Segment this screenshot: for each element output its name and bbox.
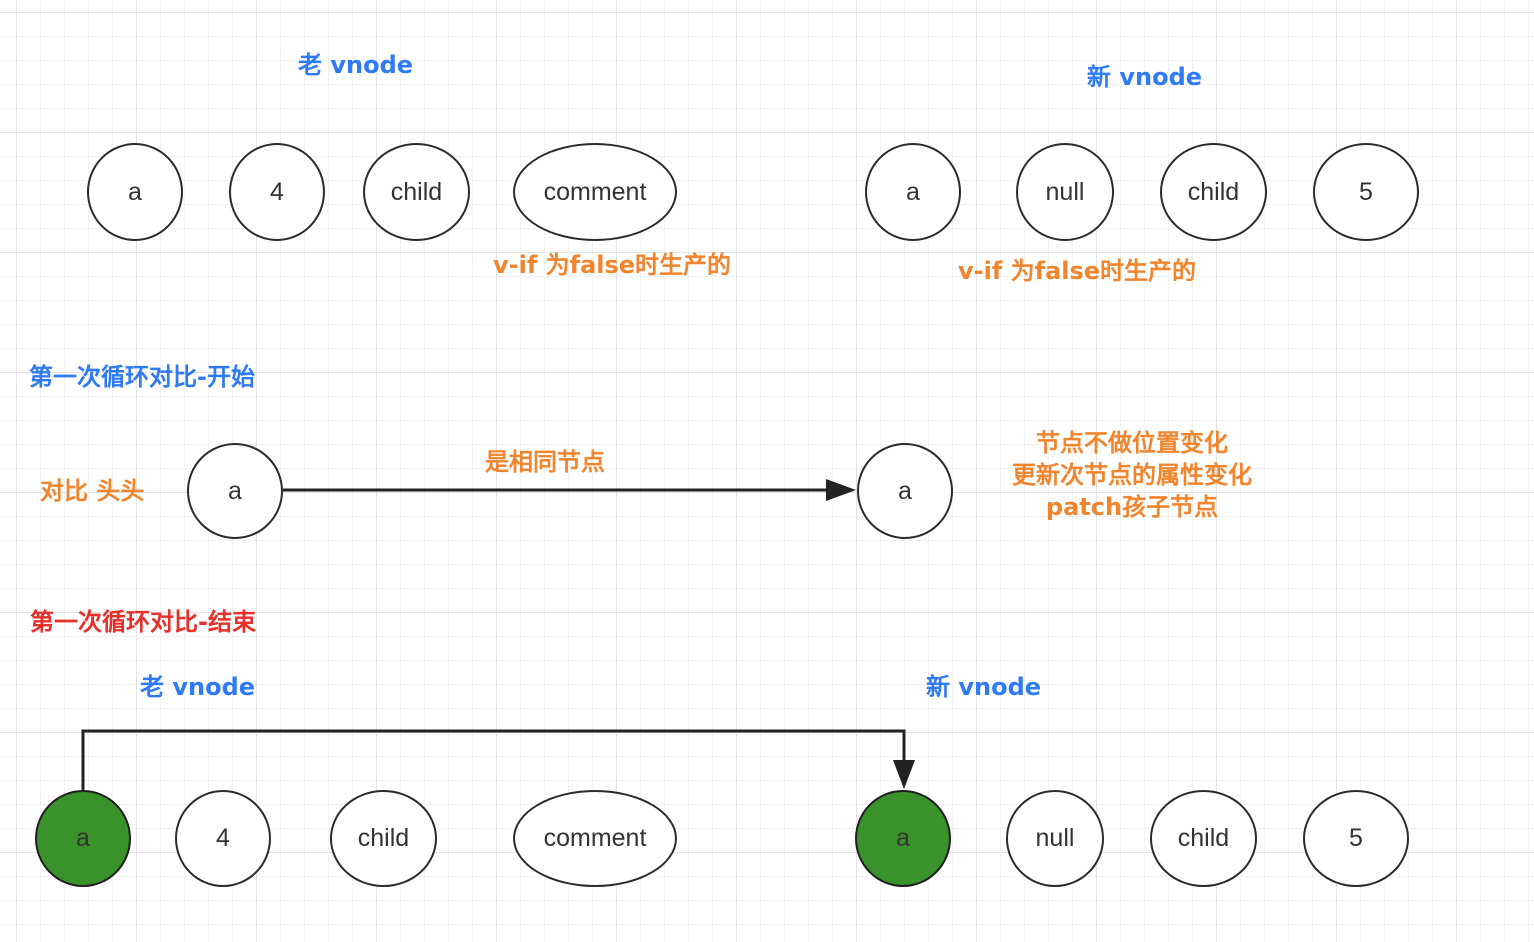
new-node-5: 5	[1313, 143, 1419, 241]
bottom-old-node-a-matched: a	[35, 790, 131, 887]
compare-new-node-a: a	[857, 443, 953, 539]
old-node-child: child	[363, 143, 470, 241]
bottom-new-node-5: 5	[1303, 790, 1409, 887]
new-node-a: a	[865, 143, 961, 241]
match-connector	[81, 729, 906, 790]
old-node-a: a	[87, 143, 183, 241]
bottom-old-vnode-title: 老 vnode	[140, 673, 256, 701]
new-vnode-title: 新 vnode	[1087, 63, 1203, 91]
compare-old-node-a: a	[187, 443, 283, 539]
bottom-old-node-comment: comment	[513, 790, 677, 887]
patch-note-line-2: 更新次节点的属性变化	[1012, 461, 1252, 489]
same-node-arrowhead	[826, 479, 856, 501]
new-node-child: child	[1160, 143, 1267, 241]
bottom-old-node-4: 4	[175, 790, 271, 887]
new-node-null: null	[1016, 143, 1114, 241]
old-node-4: 4	[229, 143, 325, 241]
old-vnode-title: 老 vnode	[298, 51, 414, 79]
patch-note-line-1: 节点不做位置变化	[1036, 429, 1228, 457]
patch-note-line-3: patch孩子节点	[1045, 493, 1219, 521]
same-node-label: 是相同节点	[485, 448, 605, 476]
bottom-new-node-child: child	[1150, 790, 1257, 887]
match-connector-arrowhead	[893, 760, 915, 789]
bottom-new-vnode-title: 新 vnode	[926, 673, 1042, 701]
bottom-new-node-a-matched: a	[855, 790, 951, 887]
compare-head-label: 对比 头头	[40, 477, 145, 505]
loop-end-title: 第一次循环对比-结束	[30, 608, 256, 636]
new-null-note: v-if 为false时生产的	[958, 257, 1197, 285]
bottom-new-node-null: null	[1006, 790, 1104, 887]
loop-start-title: 第一次循环对比-开始	[29, 363, 255, 391]
old-comment-note: v-if 为false时生产的	[493, 251, 732, 279]
bottom-old-node-child: child	[330, 790, 437, 887]
old-node-comment: comment	[513, 143, 677, 241]
